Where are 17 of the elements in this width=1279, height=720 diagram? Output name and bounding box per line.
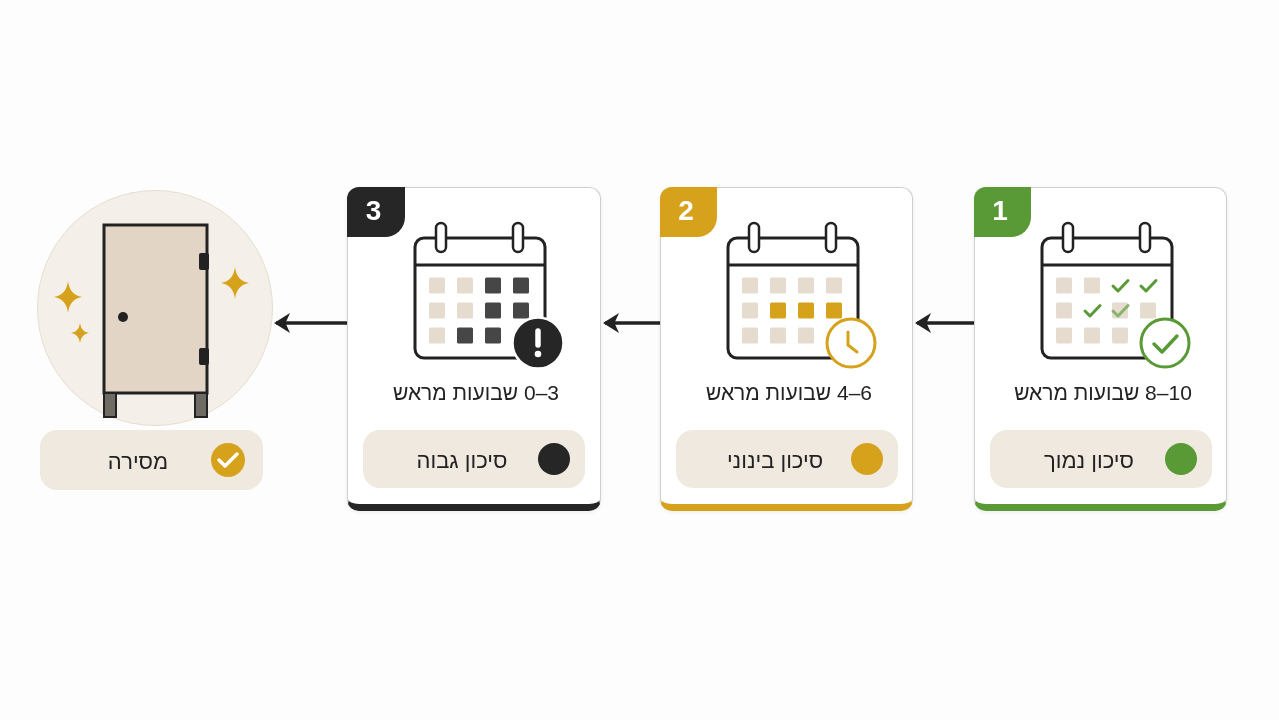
number-badge: 2	[660, 187, 717, 237]
risk-pill	[990, 430, 1212, 488]
number-badge: 1	[974, 187, 1031, 237]
arrow	[915, 313, 974, 333]
status-pill	[40, 430, 263, 490]
arrow	[603, 313, 660, 333]
risk-label: סיכון בינוני	[726, 447, 824, 475]
risk-label: סיכון גבוה	[416, 447, 508, 475]
risk-label: סיכון נמוך	[1044, 447, 1134, 475]
card	[660, 187, 913, 511]
status-label: מסירה	[107, 448, 169, 476]
number-badge: 3	[347, 187, 405, 237]
risk-pill	[363, 430, 585, 488]
arrow	[274, 313, 347, 333]
risk-pill	[676, 430, 898, 488]
card	[974, 187, 1227, 511]
card	[347, 187, 601, 511]
